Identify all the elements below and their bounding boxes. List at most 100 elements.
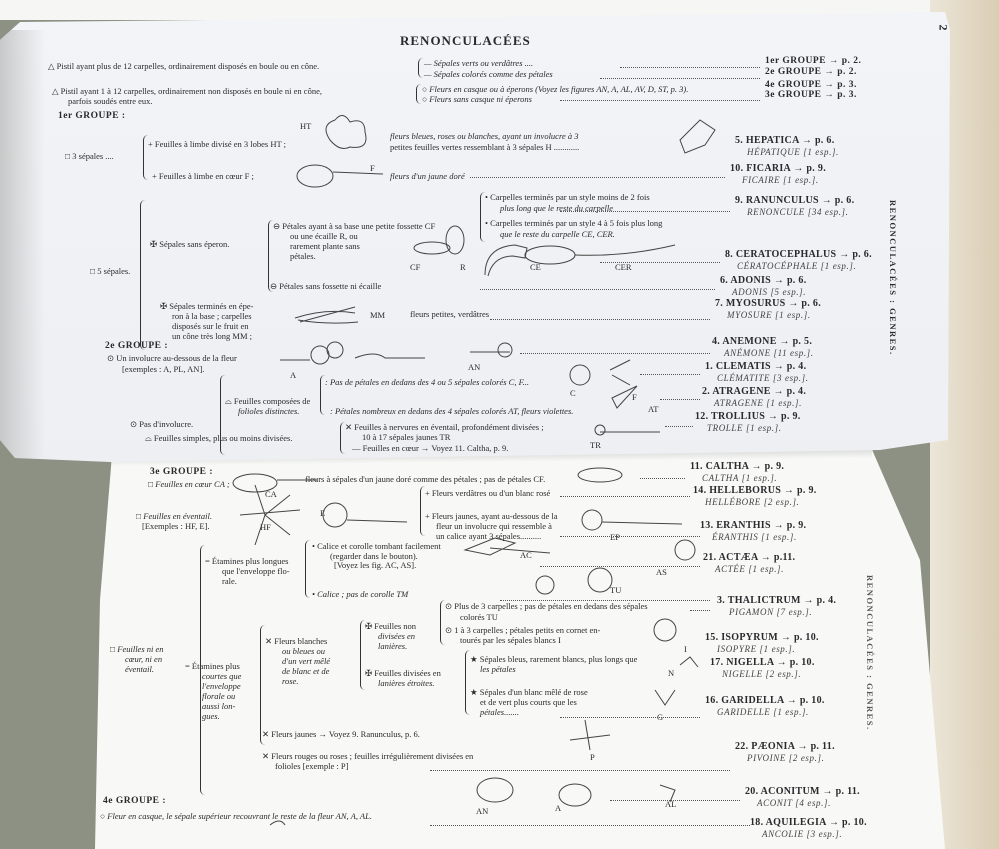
key-line: : Pétales nombreux en dedans des 4 sépal… [330, 406, 574, 416]
figure-label: AN [476, 806, 489, 816]
dot-leader [560, 211, 730, 212]
key-line: + Fleurs jaunes, ayant au-dessous de la [425, 511, 558, 521]
common-name: NIGELLE [2 esp.]. [722, 669, 802, 679]
running-head: RENONCULACÉES : GENRES. [865, 575, 875, 731]
common-name: FICAIRE [1 esp.]. [742, 175, 819, 185]
genus-result: 5. HEPATICA → p. 6. [735, 135, 835, 146]
key-line: □ 3 sépales .... [65, 151, 114, 161]
key-line: rarement plante sans [290, 241, 360, 251]
genus-result: 14. HELLEBORUS → p. 9. [693, 485, 817, 496]
key-line: plus long que le reste du carpelle [500, 203, 613, 213]
key-line: l'enveloppe [202, 681, 241, 691]
key-line: que l'enveloppe flo- [222, 566, 290, 576]
actaea-illustration [463, 537, 613, 595]
brace [465, 650, 470, 715]
key-line: • Carpelles terminés par un style 4 à 5 … [485, 218, 663, 228]
key-line: les pétales [480, 664, 516, 674]
brace [418, 58, 423, 78]
key-line: fleurs bleues, roses ou blanches, ayant … [390, 131, 579, 141]
dot-leader [640, 374, 700, 375]
key-line: • Carpelles terminés par un style moins … [485, 192, 650, 202]
key-line: d'un vert mêlé [282, 656, 331, 666]
brace [440, 600, 445, 645]
key-line: + Fleurs verdâtres ou d'un blanc rosé [425, 488, 551, 498]
genus-result: 20. ACONITUM → p. 11. [745, 786, 860, 797]
page-title: RENONCULACÉES [400, 33, 531, 48]
key-line: ✠ Sépales sans éperon. [150, 239, 230, 249]
genus-result: 13. ERANTHIS → p. 9. [700, 520, 807, 531]
common-name: PIVOINE [2 esp.]. [747, 753, 825, 763]
atragene-illustration [611, 385, 638, 409]
brace [360, 620, 365, 690]
key-line: △ Pistil ayant plus de 12 carpelles, ord… [48, 61, 320, 71]
brace [260, 625, 265, 745]
common-name: PIGAMON [7 esp.]. [729, 607, 813, 617]
myosurus-illustration [294, 306, 359, 324]
key-line: — Feuilles en cœur → Voyez 11. Caltha, p… [352, 443, 509, 453]
genus-result: 12. TROLLIUS → p. 9. [695, 411, 801, 422]
figure-label: AT [648, 404, 659, 414]
key-line: ✠ Sépales terminés en épe- [160, 301, 254, 311]
dot-leader [600, 262, 720, 263]
key-line: gues. [202, 711, 220, 721]
key-line: • Calice et corolle tombant facilement [312, 541, 441, 551]
key-line: ⊙ Un involucre au-dessous de la fleur [107, 353, 237, 363]
genus-result: 9. RANUNCULUS → p. 6. [735, 195, 855, 206]
dot-leader [470, 177, 725, 178]
group-link: 4e GROUPE → p. 3. [765, 80, 857, 90]
genus-result: 22. PÆONIA → p. 11. [735, 741, 835, 752]
key-line: cœur, ni en [125, 654, 163, 664]
genus-result: 8. CERATOCEPHALUS → p. 6. [725, 249, 872, 260]
dot-leader [430, 825, 750, 826]
genus-result: 17. NIGELLA → p. 10. [710, 657, 815, 668]
garidella-illustration [569, 689, 676, 751]
key-line: tourés par les sépales blancs I [460, 635, 561, 645]
dot-leader [665, 426, 693, 427]
dot-leader [620, 67, 760, 68]
figure-label: R [460, 262, 466, 272]
brace [420, 486, 425, 536]
key-line: que le reste du carpelle CE, CER. [500, 229, 615, 239]
key-line: = Étamines plus longues [205, 556, 289, 566]
group-link: 1er GROUPE → p. 2. [765, 56, 862, 66]
key-line: 10 à 17 sépales jaunes TR [362, 432, 451, 442]
key-line: colorés TU [460, 612, 498, 622]
running-head: RENONCULACÉES : GENRES. [888, 200, 898, 356]
hepatica-leaf-illustration [679, 119, 716, 154]
figure-label: E [320, 508, 326, 518]
key-line: de blanc et de [282, 666, 330, 676]
key-line: pétales. [290, 251, 316, 261]
key-line: ✕ Fleurs blanches [265, 636, 328, 646]
dot-leader [610, 800, 740, 801]
key-line: ○ Fleurs sans casque ni éperons [422, 94, 532, 104]
key-line: folioles distinctes. [238, 406, 300, 416]
common-name: CLÉMATITE [3 esp.]. [717, 373, 809, 383]
genus-result: 2. ATRAGENE → p. 4. [702, 386, 807, 397]
group-link: 3e GROUPE → p. 3. [765, 90, 857, 100]
genus-result: 11. CALTHA → p. 9. [690, 461, 785, 472]
key-line: • Calice ; pas de corolle TM [312, 589, 409, 599]
genus-result: 1. CLEMATIS → p. 4. [705, 361, 807, 372]
key-line: fleurs petites, verdâtres [410, 309, 490, 319]
common-name: HELLÉBORE [2 esp.]. [705, 497, 800, 507]
figure-label: N [668, 668, 675, 678]
key-line: + Feuilles à limbe en cœur F ; [152, 171, 254, 181]
key-line: rose. [282, 676, 299, 686]
petal-illustration [413, 225, 465, 255]
common-name: ATRAGENE [1 esp.]. [714, 398, 802, 408]
common-name: ADONIS [5 esp.]. [732, 287, 807, 297]
aconitum-illustration [269, 777, 676, 826]
figure-label: EP [610, 532, 620, 542]
key-line: florale ou [202, 691, 236, 701]
key-line: : Pas de pétales en dedans des 4 ou 5 sé… [325, 377, 530, 387]
key-line: ✕ Fleurs rouges ou roses ; feuilles irré… [262, 751, 474, 761]
figure-label: CA [265, 489, 277, 499]
common-name: HÉPATIQUE [1 esp.]. [747, 147, 839, 157]
key-line: rale. [222, 576, 237, 586]
carpel-illustration [484, 244, 676, 277]
heart-leaf-illustration [296, 164, 384, 188]
key-line: (regarder dans le bouton). [330, 551, 418, 561]
common-name: ACTÉE [1 esp.]. [715, 564, 785, 574]
figure-label: AL [665, 799, 677, 809]
